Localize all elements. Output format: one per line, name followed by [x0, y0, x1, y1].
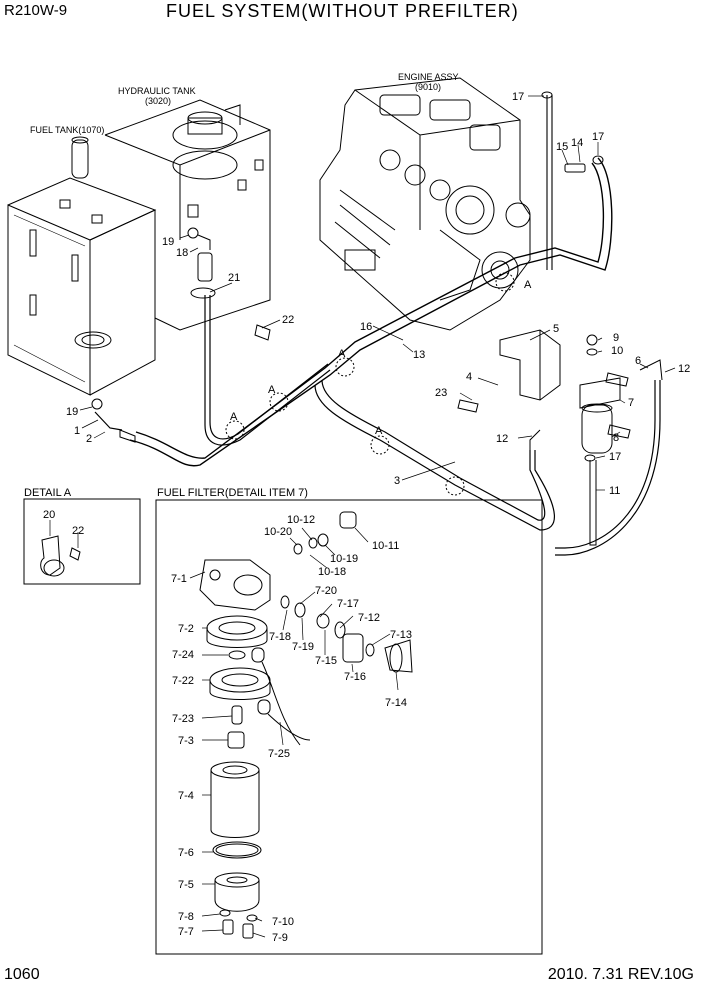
callout-7-16: 7-16 — [344, 671, 366, 683]
callout-17-bottom: 17 — [609, 451, 621, 463]
callout-10-11: 10-11 — [372, 540, 399, 552]
label-fuel-tank: FUEL TANK(1070) — [30, 125, 104, 135]
callout-23: 23 — [435, 387, 447, 399]
callout-a-4: A — [230, 411, 238, 423]
callout-7-19: 7-19 — [292, 641, 314, 653]
callout-3: 3 — [394, 475, 400, 487]
callout-9: 9 — [613, 332, 619, 344]
callout-13: 13 — [413, 349, 425, 361]
callout-a-2: A — [338, 348, 346, 360]
label-detail-a: DETAIL A — [24, 487, 72, 499]
label-hydraulic-tank-no: (3020) — [145, 96, 171, 106]
callout-10: 10 — [611, 345, 623, 357]
callout-7-23: 7-23 — [172, 713, 194, 725]
callout-12-left: 12 — [496, 433, 508, 445]
callout-4: 4 — [466, 371, 472, 383]
callout-12-right: 12 — [678, 363, 690, 375]
callout-7-25: 7-25 — [268, 748, 290, 760]
callout-a-5: A — [375, 425, 383, 437]
clamp-markers — [225, 272, 515, 496]
hydraulic-tank — [104, 99, 271, 331]
callout-7-6: 7-6 — [178, 847, 194, 859]
callout-a-3: A — [268, 384, 276, 396]
callout-detail-20: 20 — [43, 509, 55, 521]
callout-16: 16 — [360, 321, 372, 333]
callout-5: 5 — [553, 323, 559, 335]
callout-7-2: 7-2 — [178, 623, 194, 635]
detail-a-box — [23, 498, 141, 585]
label-engine-assy-no: (9010) — [415, 82, 441, 92]
callout-6: 6 — [635, 355, 641, 367]
callout-21: 21 — [228, 272, 240, 284]
engine-assy — [319, 77, 531, 331]
callout-7-13: 7-13 — [390, 629, 412, 641]
fuel-filter-box — [155, 499, 543, 955]
callout-15: 15 — [556, 141, 568, 153]
callout-7-1: 7-1 — [171, 573, 187, 585]
callout-10-18: 10-18 — [318, 566, 346, 578]
callout-7: 7 — [628, 397, 634, 409]
model-number: R210W-9 — [4, 2, 68, 19]
fittings — [91, 91, 663, 462]
callout-7-3: 7-3 — [178, 735, 194, 747]
callout-7-7: 7-7 — [178, 926, 194, 938]
callout-1: 1 — [74, 425, 80, 437]
page-title: FUEL SYSTEM(WITHOUT PREFILTER) — [166, 1, 519, 21]
callout-11: 11 — [609, 485, 620, 497]
callout-10-20: 10-20 — [264, 526, 292, 538]
callout-7-10: 7-10 — [272, 916, 294, 928]
label-hydraulic-tank: HYDRAULIC TANK — [118, 86, 196, 96]
label-engine-assy: ENGINE ASSY — [398, 72, 459, 82]
callout-7-8: 7-8 — [178, 911, 194, 923]
leader-lines — [79, 95, 676, 491]
callout-7-24: 7-24 — [172, 649, 194, 661]
callout-7-14: 7-14 — [385, 697, 407, 709]
fuel-lines — [129, 95, 661, 556]
callout-18: 18 — [176, 247, 188, 259]
callout-2: 2 — [86, 433, 92, 445]
revision-date: 2010. 7.31 REV.10G — [547, 966, 694, 983]
callout-10-19: 10-19 — [330, 553, 358, 565]
callout-22: 22 — [282, 314, 294, 326]
page-number: 1060 — [4, 966, 40, 983]
filter-bracket — [499, 329, 621, 454]
callout-7-18: 7-18 — [269, 631, 291, 643]
callout-7-9: 7-9 — [272, 932, 288, 944]
callout-17-top: 17 — [512, 91, 524, 103]
callout-17-right: 17 — [592, 131, 604, 143]
callout-7-20: 7-20 — [315, 585, 337, 597]
label-fuel-filter: FUEL FILTER(DETAIL ITEM 7) — [157, 487, 308, 499]
callout-7-22: 7-22 — [172, 675, 194, 687]
callout-detail-22: 22 — [72, 525, 84, 537]
fuel-tank — [7, 136, 157, 396]
callout-8: 8 — [613, 432, 619, 444]
callout-19-upper: 19 — [162, 236, 174, 248]
callout-7-15: 7-15 — [315, 655, 337, 667]
callout-19-lower: 19 — [66, 406, 78, 418]
callout-7-17: 7-17 — [337, 598, 359, 610]
callout-14: 14 — [571, 137, 583, 149]
callout-10-12: 10-12 — [287, 514, 315, 526]
callout-a-engine: A — [524, 279, 532, 291]
callout-7-4: 7-4 — [178, 790, 194, 802]
callout-7-5: 7-5 — [178, 879, 194, 891]
callout-7-12: 7-12 — [358, 612, 380, 624]
